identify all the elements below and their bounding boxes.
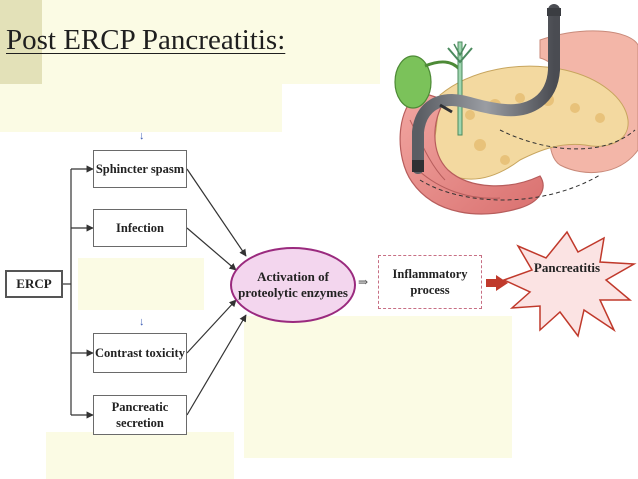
red-arrow [486, 275, 508, 291]
pancreatitis-label: Pancreatitis [533, 260, 601, 275]
cause-to-mechanism-lines [186, 168, 247, 416]
duodenum-shape [399, 91, 544, 215]
title-band [0, 0, 380, 84]
ercp-branch-lines [63, 165, 94, 419]
down-arrow-icon: ↓ [139, 316, 145, 328]
cause-contrast-toxicity: Contrast toxicity [93, 333, 187, 373]
background-panel [0, 84, 282, 132]
down-arrow-icon: ↓ [139, 130, 145, 142]
mechanism-label: Activation of proteolytic enzymes [238, 269, 348, 300]
slide-title: Post ERCP Pancreatitis: [6, 24, 286, 56]
endoscope-shape [412, 4, 561, 174]
cause-infection: Infection [93, 209, 187, 247]
background-panel [244, 316, 512, 458]
implies-arrow-icon: ⇒ [358, 275, 369, 289]
mechanism-ellipse: Activation of proteolytic enzymes [230, 247, 356, 323]
pancreatitis-star-shape [502, 230, 637, 338]
background-panel [78, 258, 204, 310]
dashed-outline [419, 129, 636, 201]
background-panel [46, 432, 234, 479]
title-accent-bar [0, 0, 42, 84]
ercp-box: ERCP [5, 270, 63, 298]
inflammatory-process-box: Inflammatory process [378, 255, 482, 309]
cause-pancreatic-secretion: Pancreatic secretion [93, 395, 187, 435]
cause-sphincter-spasm: Sphincter spasm [93, 150, 187, 188]
